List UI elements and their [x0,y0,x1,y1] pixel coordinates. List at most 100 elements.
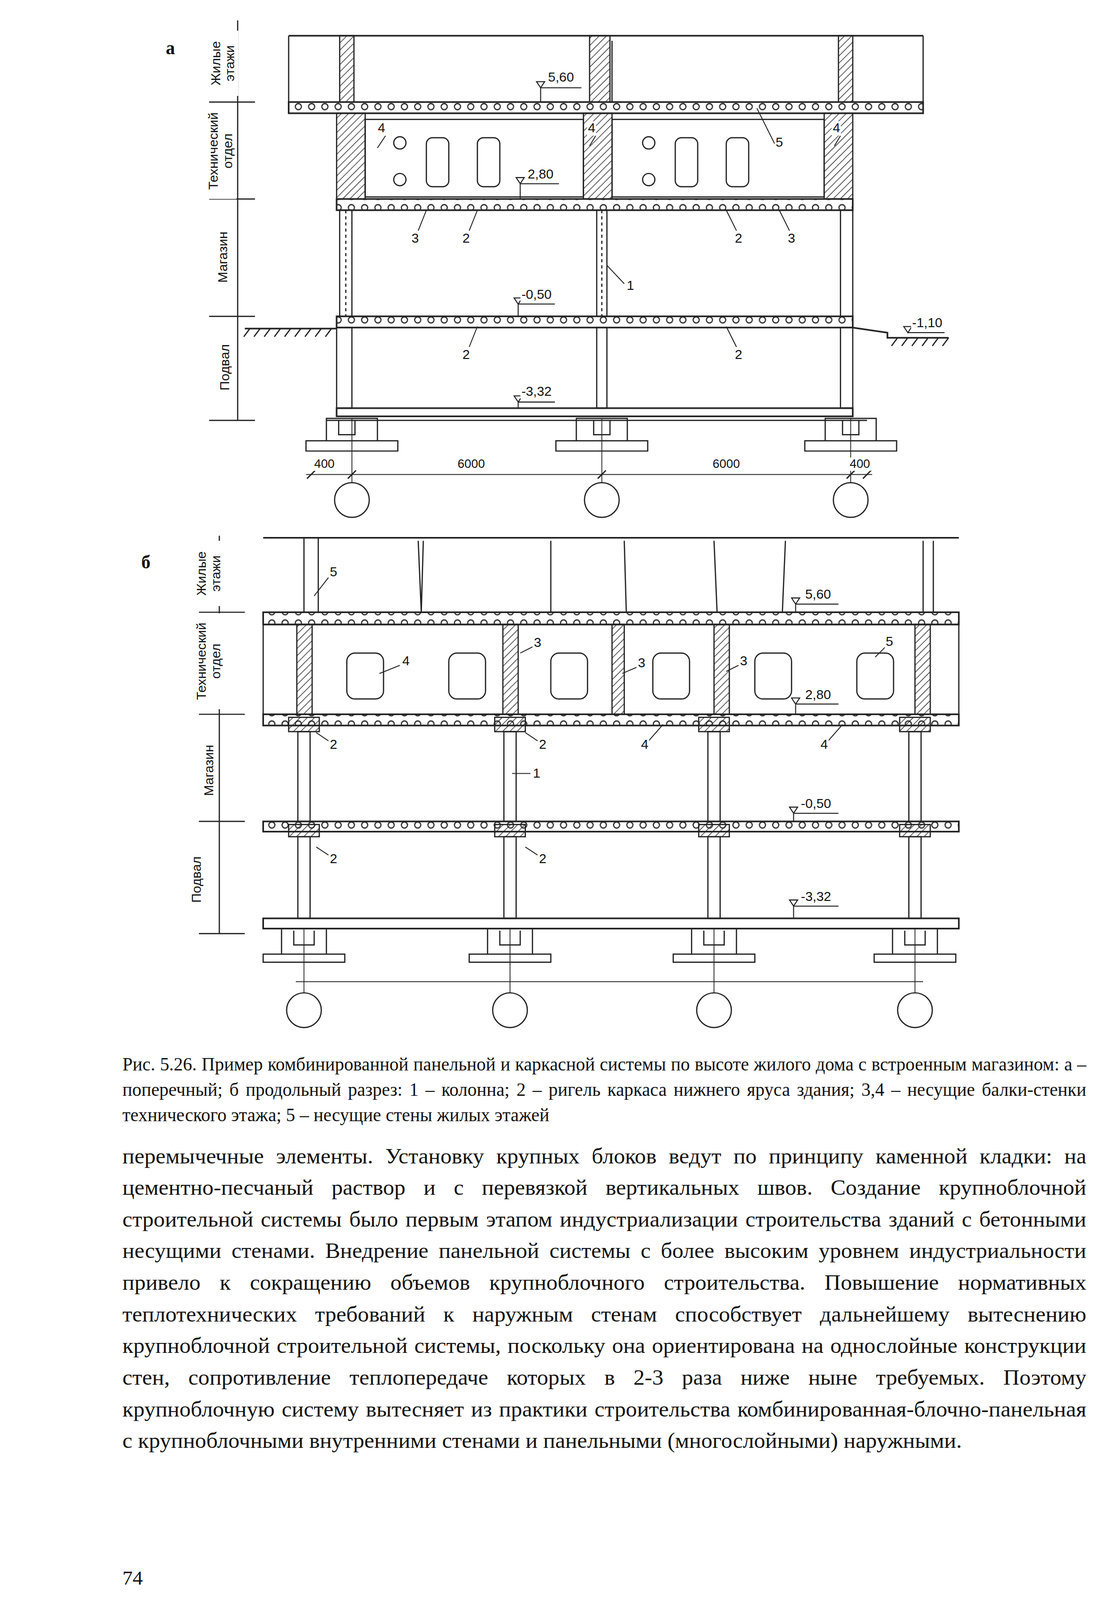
section-a-line [209,419,256,421]
section-a-line [838,35,854,102]
section-a-line [824,113,853,199]
section-b-line [262,821,959,832]
dimension: 400 [313,457,336,471]
callout-number: 5 [328,565,339,580]
callout-number: 4 [401,653,411,669]
floor-name: Жилые этажи [208,30,239,96]
level-mark: -3,32 [520,384,553,399]
section-b-line [346,652,384,699]
section-a-line [336,316,853,328]
section-a-line [589,35,610,102]
panel-letter: а [164,38,176,60]
dimension: 6000 [456,457,487,471]
section-a-line [287,35,289,102]
section-a-line [611,119,825,197]
callout-number: 2 [733,231,744,247]
section-b-line [857,652,894,699]
section-b-line [297,731,311,822]
section-b-line [418,540,934,613]
section-b-line [504,836,517,919]
section-b-line [262,918,959,929]
section-a-line [642,136,656,150]
body-text: перемычечные элементы. Установку крупных… [122,1139,1087,1456]
section-a-line [334,482,370,518]
section-a-line [601,210,603,317]
floor-name: Подвал [218,343,233,392]
section-b-line [707,731,721,822]
section-b-line [494,824,526,837]
section-b-line [262,536,959,539]
section-b-line [754,652,792,699]
section-b-line [698,717,730,732]
section-b-line [295,980,924,982]
section-b-line [899,717,931,732]
section-b-line [262,714,959,726]
callout-number: 4 [376,121,387,136]
section-a-line [583,113,612,199]
section-b-line [198,820,245,822]
section-b-line [262,611,959,625]
callout-number: 3 [738,653,749,669]
section-a-line [850,418,852,483]
section-b-line [713,624,730,715]
section-b-line [509,928,511,993]
section-b-line [652,652,690,699]
section-b-line [296,624,313,715]
section-b-line [198,713,245,715]
callout-number: 2 [461,231,471,247]
section-a-line [243,328,332,337]
section-b-line [492,992,528,1028]
section-b-line [303,928,305,993]
section-b-line [899,824,931,837]
figure-caption: Рис. 5.26. Пример комбинированной панель… [122,1051,1087,1129]
section-b-line [288,824,320,837]
callout-number: 2 [733,347,744,363]
section-a-line [351,418,353,483]
section-b-line [611,624,625,715]
callout-number: 3 [786,231,797,247]
section-a-line [365,119,584,197]
section-a-line [477,137,500,187]
section-b-line [713,928,715,993]
section-b-line [914,928,916,993]
section-b-line [314,577,886,856]
section-b-line [198,933,245,935]
callout-number: 5 [884,634,895,649]
section-a-line [209,101,256,103]
section-a-line [840,327,854,409]
section-b-line [908,731,922,822]
section-b-line [550,652,588,699]
section-b-line [288,717,320,732]
section-b-line [198,611,245,613]
floor-name: Технический отдел [206,102,237,199]
level-mark: -3,32 [799,889,833,904]
section-b-line [707,836,721,919]
section-b-line [448,652,486,699]
section-a-line [596,327,607,409]
section-a-line [611,40,613,102]
level-mark: 2,80 [526,167,555,182]
section-a-line [326,419,868,421]
section-b-line [494,717,526,732]
section-a-line [833,482,868,518]
section-b-line [297,836,311,919]
section-b-line [503,624,519,715]
section-b-line [303,537,319,613]
section-b-line [698,824,730,837]
section-b-line [286,992,322,1028]
section-a-line [306,473,873,475]
section-a-line [339,210,352,317]
level-mark: 5,60 [547,70,576,85]
callout-number: 4 [587,121,597,136]
section-b-line [262,624,959,715]
floor-name: Магазин [216,230,231,284]
section-a-line [393,173,407,186]
section-a-line [336,198,853,211]
section-a-line [726,137,749,187]
page-number: 74 [122,1565,143,1590]
section-a-line [336,327,352,409]
callout-number: 5 [774,135,784,151]
section-a-line [336,408,853,417]
callout-number: 1 [625,278,636,293]
